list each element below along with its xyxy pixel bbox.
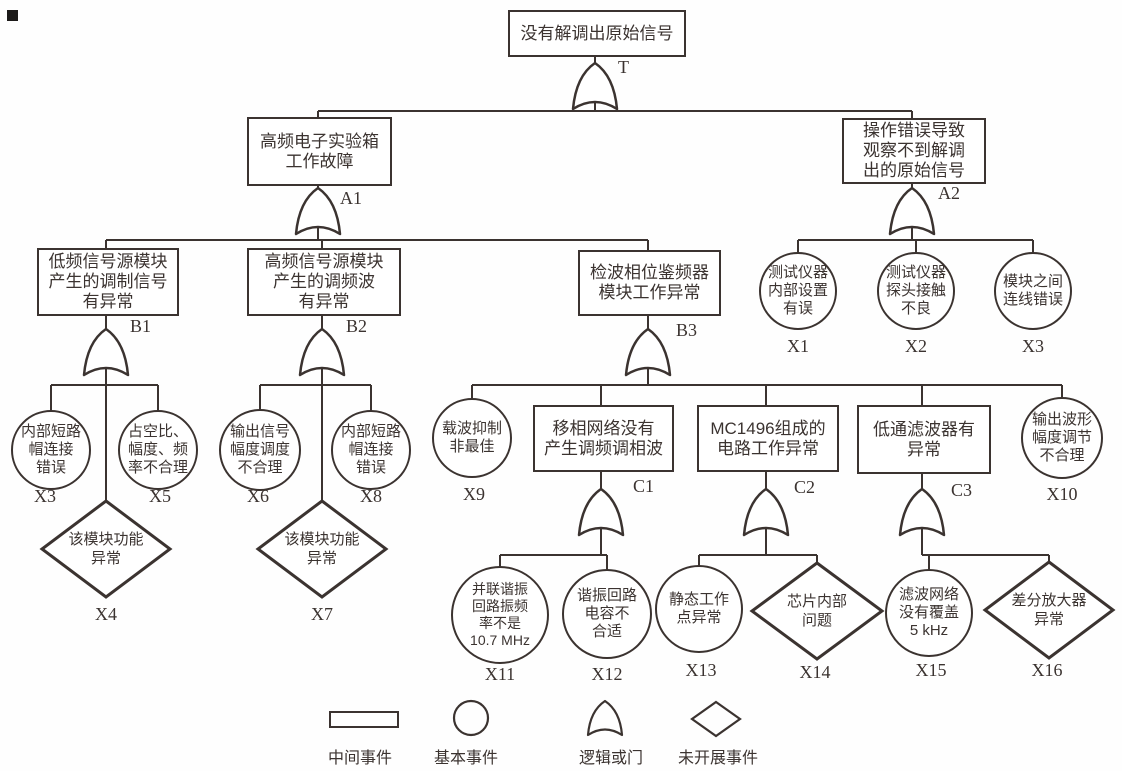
legend-label-undeveloped-event: 未开展事件 — [677, 750, 759, 767]
label-X12: X12 — [591, 664, 623, 684]
label-X15: X15 — [915, 660, 947, 680]
label-X9: X9 — [463, 484, 485, 504]
label-B2: B2 — [346, 316, 368, 336]
label-B1: B1 — [130, 316, 152, 336]
diamond-X7 — [255, 499, 389, 599]
node-C2: MC1496组成的 电路工作异常 — [697, 405, 839, 472]
label-X6: X6 — [247, 486, 269, 506]
node-A1: 高频电子实验箱 工作故障 — [247, 117, 392, 186]
diamond-X16 — [982, 560, 1116, 660]
node-X13: 静态工作 点异常 — [655, 565, 743, 653]
or-gates — [82, 61, 946, 537]
label-A1: A1 — [340, 188, 362, 208]
legend-or-gate-symbol — [586, 699, 624, 737]
or-gate-B3 — [624, 327, 672, 377]
node-X16: 差分放大器 异常 — [1011, 592, 1087, 628]
label-X3-under-A2: X3 — [1022, 336, 1044, 356]
node-X8: 内部短路 帽连接 错误 — [331, 410, 411, 490]
label-X16: X16 — [1031, 660, 1063, 680]
node-A2: 操作错误导致 观察不到解调 出的原始信号 — [842, 118, 986, 184]
diamond-X4 — [39, 499, 173, 599]
or-gate-C2 — [742, 487, 790, 537]
node-X9: 载波抑制 非最佳 — [432, 398, 512, 478]
node-X4: 该模块功能 异常 — [68, 531, 144, 567]
label-C3: C3 — [951, 480, 973, 500]
node-B2: 高频信号源模块 产生的调频波 有异常 — [247, 248, 401, 316]
node-X10: 输出波形 幅度调节 不合理 — [1021, 397, 1103, 479]
node-X5: 占空比、 幅度、频 率不合理 — [118, 410, 198, 490]
diamond-X14 — [749, 561, 885, 661]
label-X4: X4 — [95, 604, 117, 624]
node-C1: 移相网络没有 产生调频调相波 — [533, 405, 674, 472]
label-X8: X8 — [360, 486, 382, 506]
node-X7: 该模块功能 异常 — [284, 531, 360, 567]
label-X13: X13 — [685, 660, 717, 680]
node-X3-under-A2: 模块之间 连线错误 — [994, 252, 1072, 330]
node-B1: 低频信号源模块 产生的调制信号 有异常 — [37, 248, 179, 316]
label-X14: X14 — [799, 662, 831, 682]
node-X2: 测试仪器 探头接触 不良 — [877, 252, 955, 330]
label-X2: X2 — [905, 336, 927, 356]
node-T: 没有解调出原始信号 — [508, 10, 686, 57]
label-C2: C2 — [794, 477, 816, 497]
legend-symbols — [329, 699, 742, 738]
label-A2: A2 — [938, 183, 960, 203]
or-gate-A1 — [294, 186, 342, 236]
node-C3: 低通滤波器有 异常 — [857, 405, 991, 474]
or-gate-B1 — [82, 327, 130, 377]
label-X10: X10 — [1046, 484, 1078, 504]
node-X14: 芯片内部 问题 — [786, 593, 847, 629]
node-X11: 并联谐振 回路振频 率不是 10.7 MHz — [451, 566, 549, 664]
legend-label-or-gate: 逻辑或门 — [578, 750, 644, 767]
label-B3: B3 — [676, 320, 698, 340]
or-gate-A2 — [888, 186, 936, 236]
node-X15: 滤波网络 没有覆盖 5 kHz — [885, 569, 973, 657]
label-X3-under-B1: X3 — [34, 486, 56, 506]
label-C1: C1 — [633, 476, 655, 496]
node-X3-under-B1: 内部短路 帽连接 错误 — [11, 410, 91, 490]
label-X11: X11 — [484, 664, 516, 684]
scan-artifact-square — [7, 10, 18, 21]
node-X12: 谐振回路 电容不 合适 — [562, 569, 652, 659]
legend-label-intermediate-event: 中间事件 — [327, 750, 393, 767]
node-X1: 测试仪器 内部设置 有误 — [759, 252, 837, 330]
node-X6: 输出信号 幅度调度 不合理 — [219, 409, 301, 491]
diamond-shapes — [39, 499, 1116, 661]
label-X7: X7 — [311, 604, 333, 624]
legend-label-basic-event: 基本事件 — [433, 750, 499, 767]
label-T: T — [618, 57, 629, 77]
or-gate-B2 — [298, 327, 346, 377]
or-gate-T — [571, 61, 619, 111]
or-gate-C3 — [898, 487, 946, 537]
legend-circle-symbol — [452, 699, 490, 737]
label-X5: X5 — [149, 486, 171, 506]
legend-diamond-symbol — [690, 700, 742, 738]
or-gate-C1 — [577, 487, 625, 537]
label-X1: X1 — [787, 336, 809, 356]
legend-rectangle-symbol — [329, 711, 399, 728]
node-B3: 检波相位鉴频器 模块工作异常 — [578, 250, 721, 316]
